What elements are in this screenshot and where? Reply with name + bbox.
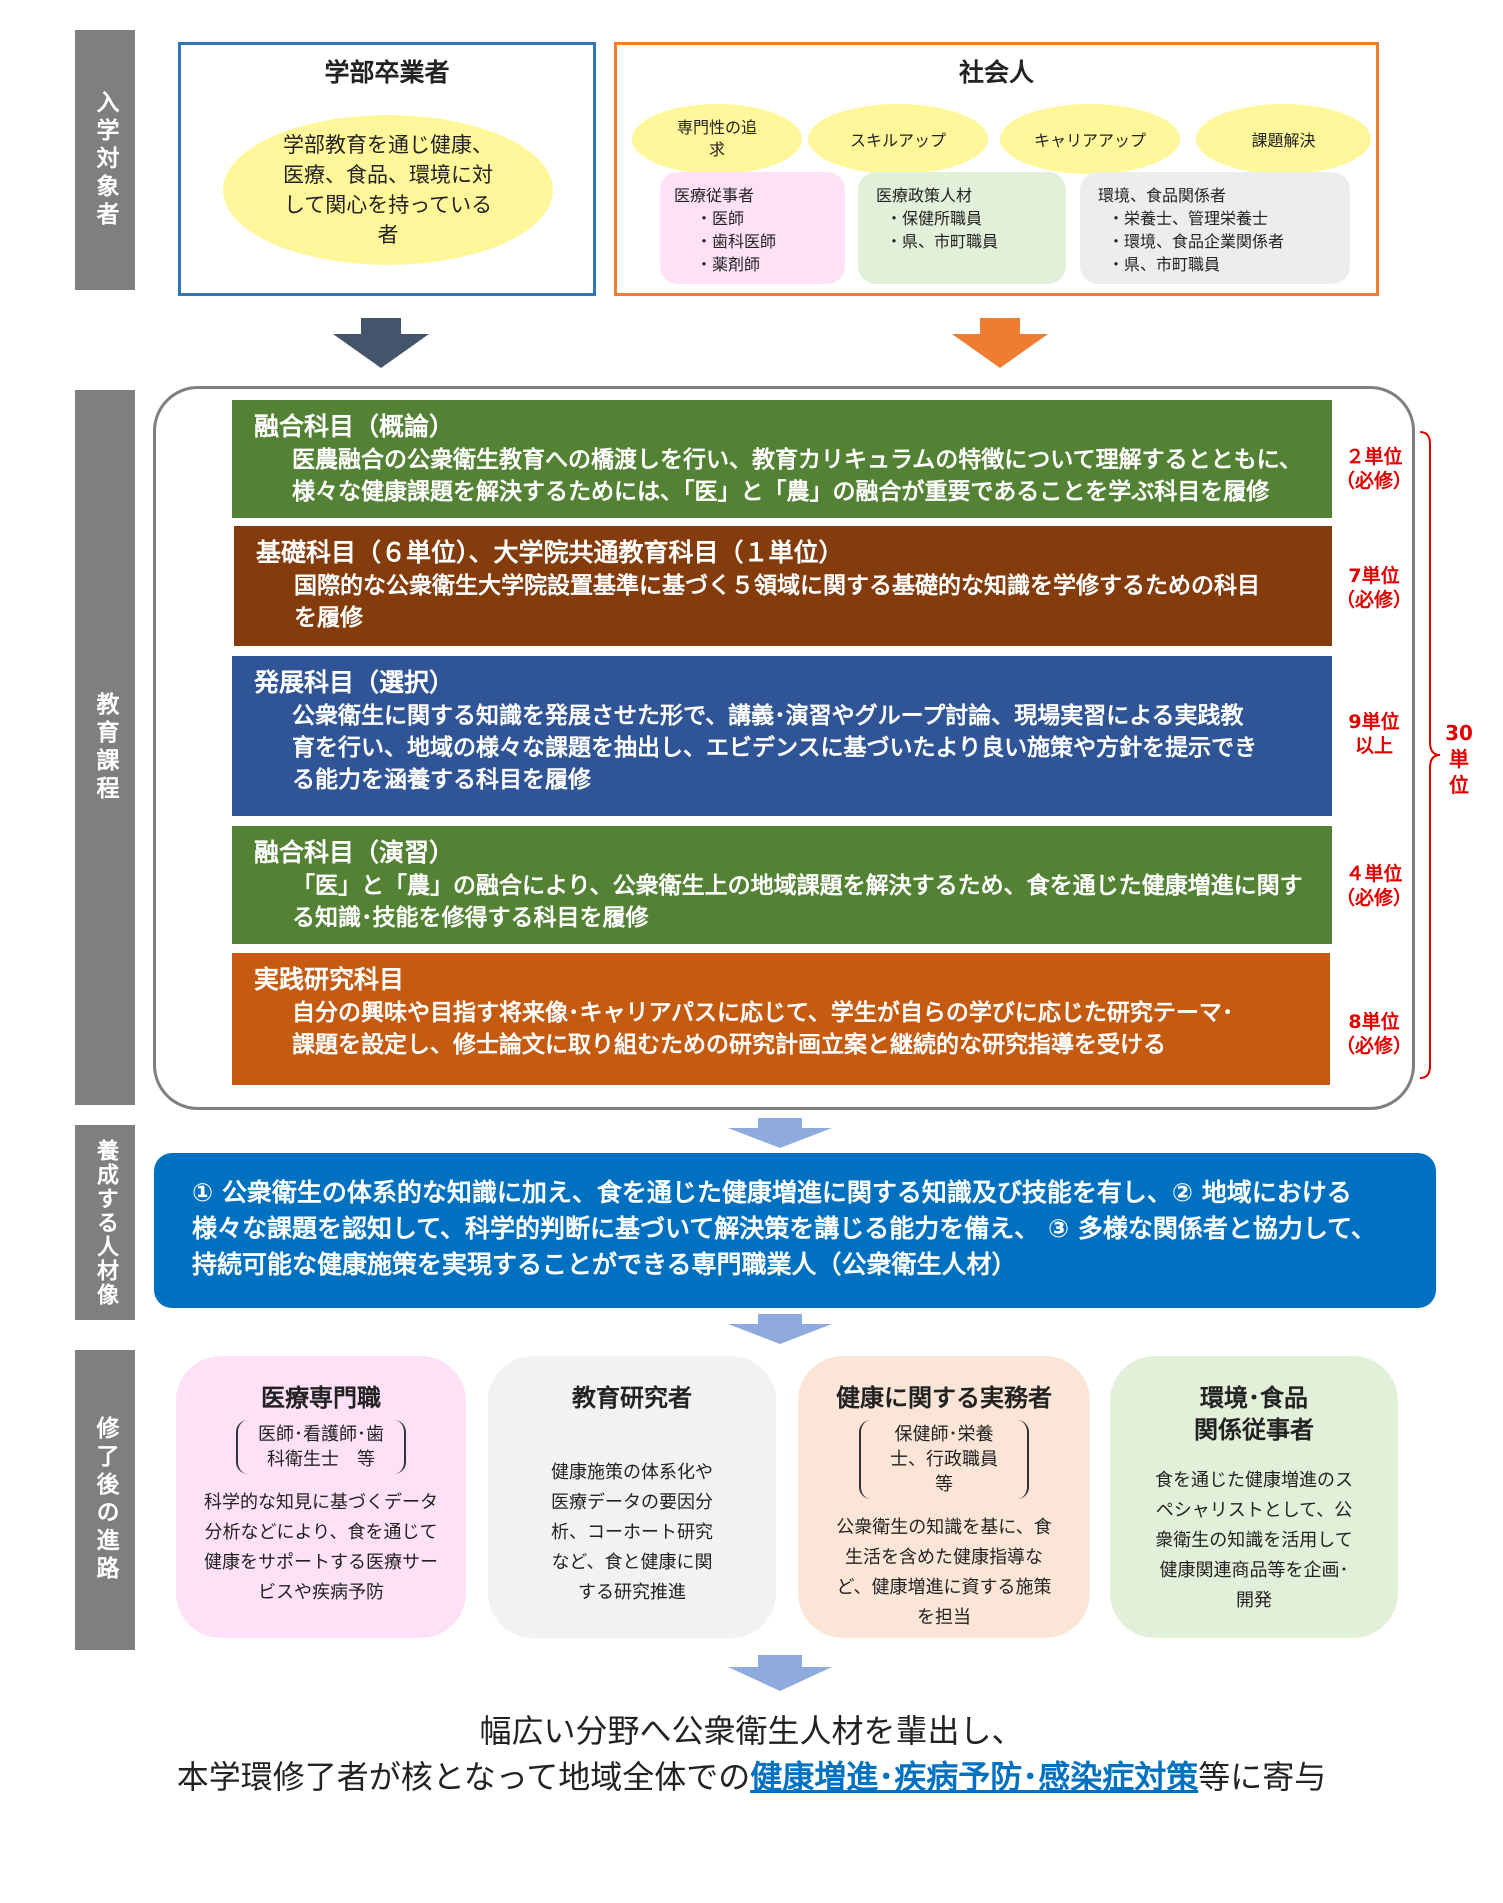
group-item: ・薬剤師 [696, 255, 761, 274]
group-item: ・県、市町職員 [1108, 255, 1221, 274]
band-title: 実践研究科目 [254, 965, 405, 994]
arrow-down-icon [728, 1655, 832, 1691]
career-desc: 健康施策の体系化や医療データの要因分析、コーホート研究など、食と健康に関する研究… [551, 1462, 713, 1603]
goal-ellipse-2: スキルアップ [808, 104, 988, 174]
goal-ellipse-4: 課題解決 [1196, 104, 1371, 174]
credit-4: ４単位（必修） [1336, 862, 1412, 910]
band-desc: 公衆衛生に関する知識を発展させた形で、講義･演習やグループ討論、現場実習による実… [292, 703, 1258, 793]
group-item: ・環境、食品企業関係者 [1108, 232, 1285, 251]
credit-1: ２単位（必修） [1336, 445, 1412, 493]
goal-label-1: 専門性の追求 [676, 118, 757, 159]
group-item: ・医師 [696, 209, 745, 228]
career-card-environment: 環境･食品関係従事者 食を通じた健康増進のスペシャリストとして、公衆衛生の知識を… [1110, 1356, 1398, 1638]
credit-value: ２単位 [1345, 446, 1403, 468]
side-label-career: 修了後の進路 [75, 1350, 135, 1650]
side-label-admission: 入学対象者 [75, 30, 135, 290]
conclusion-highlight: 健康増進･疾病予防･感染症対策 [750, 1758, 1199, 1796]
total-credit: 30単位 [1445, 721, 1473, 797]
arrow-down-icon [728, 1314, 832, 1344]
career-card-medical: 医療専門職 医師･看護師･歯科衛生士 等 科学的な知見に基づくデータ分析などによ… [176, 1356, 466, 1638]
band-desc: 国際的な公衆衛生大学院設置基準に基づく５領域に関する基礎的な知識を学修するための… [294, 573, 1260, 631]
goal-label-3: キャリアアップ [1033, 131, 1146, 150]
band-title: 融合科目（演習） [254, 838, 455, 867]
arrow-down-icon [728, 1118, 832, 1148]
credit-note: （必修） [1336, 1035, 1413, 1057]
career-card-researcher: 教育研究者 健康施策の体系化や医療データの要因分析、コーホート研究など、食と健康… [488, 1356, 776, 1638]
arrow-down-dark-icon [333, 318, 429, 368]
career-desc: 科学的な知見に基づくデータ分析などにより、食を通じて健康をサポートする医療サービ… [204, 1492, 438, 1603]
band-desc: 自分の興味や目指す将来像･キャリアパスに応じて、学生が自らの学びに応じた研究テー… [292, 1000, 1234, 1058]
group-health-policy: 医療政策人材 ・保健所職員 ・県、市町職員 [858, 172, 1066, 284]
total-credit-bracket-icon [1419, 431, 1441, 1079]
group-item: ・歯科医師 [696, 232, 777, 251]
group-title: 医療従事者 [674, 186, 755, 205]
career-title: 環境･食品関係従事者 [1194, 1384, 1314, 1444]
career-title: 健康に関する実務者 [836, 1384, 1052, 1412]
band-desc: 医農融合の公衆衛生教育への橋渡しを行い、教育カリキュラムの特徴について理解すると… [292, 447, 1302, 505]
goal-label-4: 課題解決 [1251, 131, 1316, 150]
conclusion-line-2-post: 等に寄与 [1198, 1758, 1327, 1796]
curriculum-frame [153, 386, 1415, 1110]
credit-value: 7単位 [1348, 565, 1400, 587]
group-title: 医療政策人材 [876, 186, 973, 205]
career-title: 医療専門職 [261, 1384, 381, 1412]
credit-5: 8単位（必修） [1336, 1010, 1412, 1058]
credit-note: （必修） [1336, 589, 1413, 611]
career-card-practitioner: 健康に関する実務者 保健師･栄養士、行政職員 等 公衆衛生の知識を基に、食生活を… [798, 1356, 1090, 1638]
band-desc: 「医」と「農」の融合により、公衆衛生上の地域課題を解決するため、食を通じた健康増… [292, 873, 1303, 931]
arrow-down-orange-icon [952, 318, 1048, 368]
band-title: 基礎科目（６単位）、大学院共通教育科目（１単位） [256, 538, 844, 567]
credit-value: 8単位 [1348, 1011, 1400, 1033]
undergrad-ellipse: 学部教育を通じ健康、医療、食品、環境に対して関心を持っている者 [223, 115, 553, 265]
group-title: 環境、食品関係者 [1098, 186, 1227, 205]
career-desc: 公衆衛生の知識を基に、食生活を含めた健康指導など、健康増進に資する施策を担当 [836, 1517, 1052, 1628]
career-title: 教育研究者 [572, 1384, 692, 1412]
side-label-curriculum: 教育課程 [75, 390, 135, 1105]
group-item: ・県、市町職員 [886, 232, 999, 251]
credit-3: 9単位以上 [1336, 710, 1412, 758]
conclusion: 幅広い分野へ公衆衛生人材を輩出し、 本学環修了者が核となって地域全体での健康増進… [60, 1708, 1443, 1800]
group-medical-staff: 医療従事者 ・医師 ・歯科医師 ・薬剤師 [660, 172, 845, 284]
goal-ellipse-3: キャリアアップ [1000, 104, 1180, 174]
working-box: 社会人 [614, 42, 1379, 296]
curriculum-band-2: 基礎科目（６単位）、大学院共通教育科目（１単位） 国際的な公衆衛生大学院設置基準… [234, 526, 1332, 646]
band-title: 融合科目（概論） [254, 412, 455, 441]
credit-value: 9単位 [1348, 711, 1400, 733]
group-item: ・栄養士、管理栄養士 [1108, 209, 1269, 228]
conclusion-line-2: 本学環修了者が核となって地域全体での健康増進･疾病予防･感染症対策等に寄与 [60, 1754, 1443, 1800]
talent-box: ① 公衆衛生の体系的な知識に加え、食を通じた健康増進に関する知識及び技能を有し、… [154, 1153, 1436, 1308]
career-sub: 保健師･栄養士、行政職員 等 [859, 1420, 1029, 1499]
side-label-talent: 養成する人材像 [75, 1125, 135, 1320]
goal-ellipse-1: 専門性の追求 [632, 104, 802, 174]
curriculum-band-1: 融合科目（概論） 医農融合の公衆衛生教育への橋渡しを行い、教育カリキュラムの特徴… [232, 400, 1332, 518]
undergrad-title: 学部卒業者 [324, 58, 450, 87]
curriculum-band-5: 実践研究科目 自分の興味や目指す将来像･キャリアパスに応じて、学生が自らの学びに… [232, 953, 1330, 1085]
group-item: ・保健所職員 [886, 209, 983, 228]
conclusion-line-2-pre: 本学環修了者が核となって地域全体での [176, 1758, 751, 1796]
undergrad-desc: 学部教育を通じ健康、医療、食品、環境に対して関心を持っている者 [283, 133, 493, 247]
goal-label-2: スキルアップ [849, 131, 946, 150]
working-title: 社会人 [958, 58, 1034, 87]
credit-note: （必修） [1336, 887, 1413, 909]
group-environment-food: 環境、食品関係者 ・栄養士、管理栄養士 ・環境、食品企業関係者 ・県、市町職員 [1080, 172, 1350, 284]
conclusion-line-1: 幅広い分野へ公衆衛生人材を輩出し、 [479, 1712, 1024, 1750]
credit-2: 7単位（必修） [1336, 564, 1412, 612]
credit-note: 以上 [1354, 735, 1393, 757]
curriculum-band-4: 融合科目（演習） 「医」と「農」の融合により、公衆衛生上の地域課題を解決するため… [232, 826, 1332, 944]
career-sub: 医師･看護師･歯科衛生士 等 [236, 1420, 406, 1474]
curriculum-band-3: 発展科目（選択） 公衆衛生に関する知識を発展させた形で、講義･演習やグループ討論… [232, 656, 1332, 816]
talent-text: ① 公衆衛生の体系的な知識に加え、食を通じた健康増進に関する知識及び技能を有し、… [192, 1178, 1376, 1279]
band-title: 発展科目（選択） [254, 668, 455, 697]
credit-value: ４単位 [1345, 863, 1403, 885]
undergrad-box: 学部卒業者 学部教育を通じ健康、医療、食品、環境に対して関心を持っている者 [178, 42, 596, 296]
credit-note: （必修） [1336, 470, 1413, 492]
career-desc: 食を通じた健康増進のスペシャリストとして、公衆衛生の知識を活用して健康関連商品等… [1155, 1470, 1353, 1611]
